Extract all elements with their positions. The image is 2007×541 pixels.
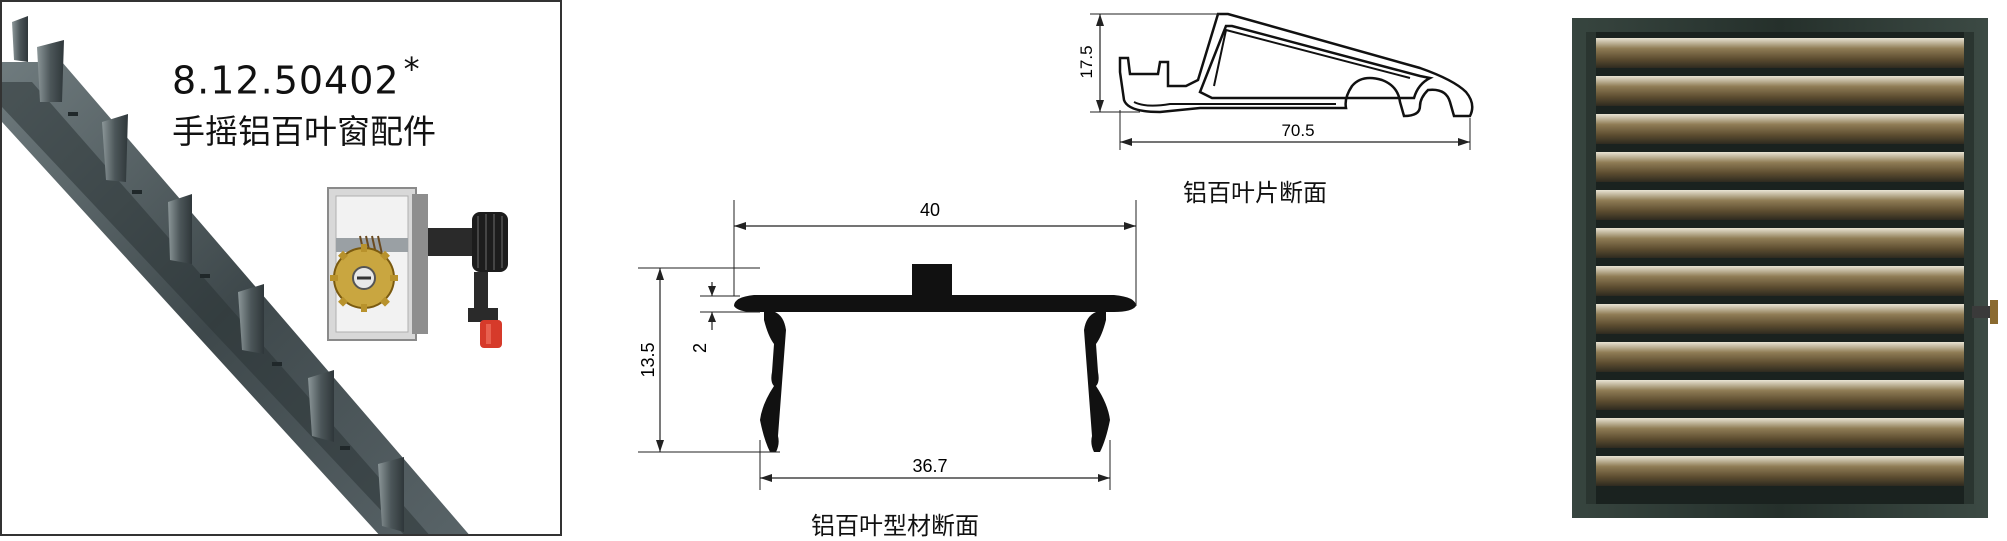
leaf-section-drawing: 17.5 70.5 (1077, 12, 1474, 150)
louver-window-illustration (1572, 18, 1998, 518)
chain-teeth (12, 16, 404, 532)
dim-bottom-width-label: 36.7 (912, 456, 947, 476)
window-frame (1572, 18, 1988, 518)
dim-lip-label: 2 (690, 343, 710, 353)
profile-section-drawing: 40 13.5 2 36.7 (638, 200, 1137, 490)
ladder-chain-illustration (2, 16, 508, 534)
product-code: 8.12.50402* (172, 50, 421, 103)
product-code-mark: * (403, 50, 421, 88)
leaf-section-caption: 铝百叶片断面 (1183, 179, 1327, 207)
product-photo-panel: 8.12.50402* 手摇铝百叶窗配件 (0, 0, 562, 536)
dim-top-width-label: 40 (920, 200, 940, 220)
leaf-shape (1118, 12, 1474, 118)
window-handle-icon (1972, 306, 1994, 318)
dim-leaf-width-label: 70.5 (1281, 121, 1314, 140)
crank-operator-icon (327, 187, 508, 348)
profile-shape (734, 264, 1136, 452)
product-code-number: 8.12.50402 (172, 58, 400, 103)
dim-height-label: 13.5 (638, 342, 658, 377)
window-slats (1596, 38, 1964, 486)
dim-leaf-height-label: 17.5 (1077, 45, 1096, 78)
profile-section-caption: 铝百叶型材断面 (811, 512, 979, 540)
product-title: 手摇铝百叶窗配件 (172, 112, 436, 151)
